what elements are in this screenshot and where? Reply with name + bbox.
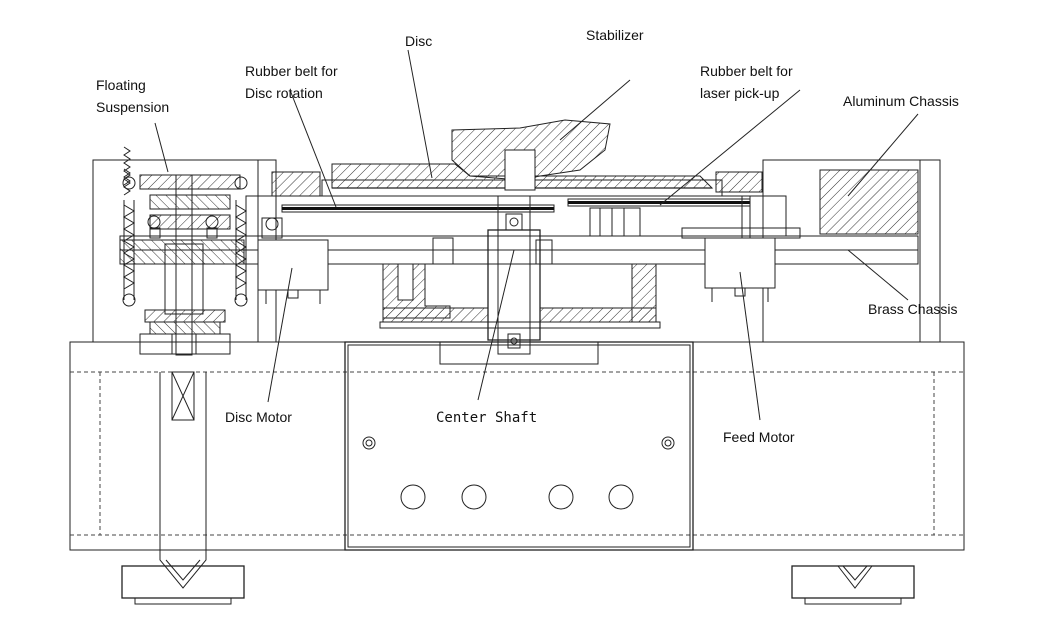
label-aluminum-chassis: Aluminum Chassis [843,93,959,109]
label-floating-line1: Floating [96,77,146,93]
feed-motor [704,195,776,302]
stabilizer [451,119,611,191]
label-belt-laser-line1: Rubber belt for [700,63,793,79]
label-floating-line2: Suspension [96,99,169,115]
label-belt-disc-line1: Rubber belt for [245,63,338,79]
label-center-shaft: Center Shaft [436,410,537,426]
left-foot [121,371,245,605]
aluminum-chassis [681,169,919,239]
sub-frame [379,237,661,329]
label-belt-disc-line2: Disc rotation [245,85,323,101]
label-feed-motor: Feed Motor [723,429,795,445]
floating-suspension [122,146,248,356]
label-disc-motor: Disc Motor [225,409,292,425]
leader-lines [154,49,919,421]
belt-disc-rotation [281,204,555,213]
base-cabinet [69,341,965,551]
labels: Disc Stabilizer Floating Suspension Rubb… [96,27,959,445]
belt-laser-pickup [567,198,751,237]
disc-motor [257,217,329,304]
label-belt-laser-line2: laser pick-up [700,85,780,101]
label-brass-chassis: Brass Chassis [868,301,957,317]
right-foot [791,565,915,605]
center-shaft [487,195,541,355]
label-stabilizer: Stabilizer [586,27,644,43]
brass-chassis [119,235,919,265]
front-panel [344,341,694,551]
label-disc: Disc [405,33,432,49]
